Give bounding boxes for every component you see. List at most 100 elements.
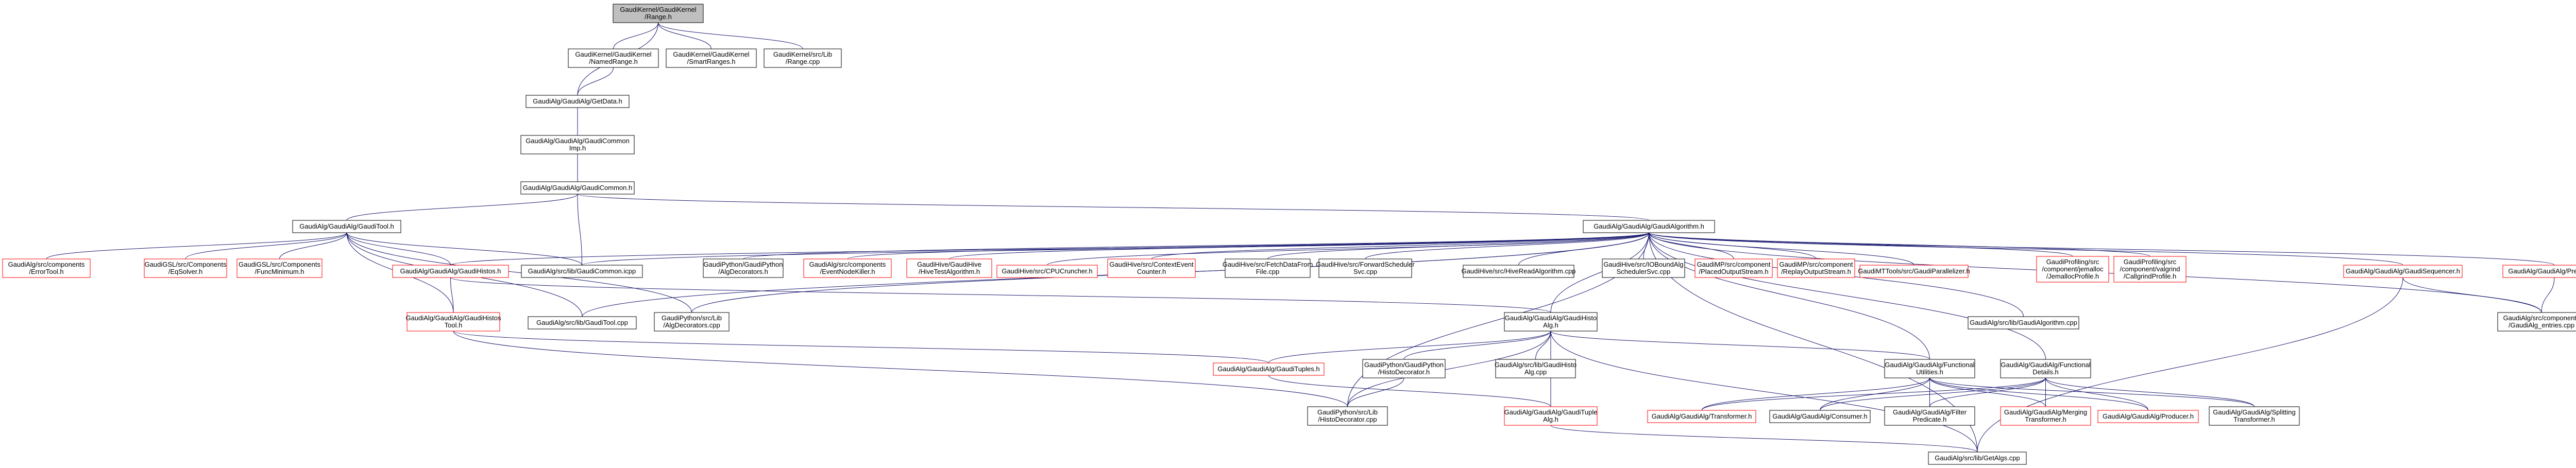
node-box xyxy=(1495,359,1576,378)
dependency-edge xyxy=(949,229,1651,259)
node-label: Alg.h xyxy=(1543,415,1558,423)
node-label: GaudiKernel/GaudiKernel xyxy=(575,50,651,58)
dependency-edge xyxy=(1549,327,1978,453)
graph-node-hivetestalg[interactable]: GaudiHive/GaudiHive/HiveTestAlgorithm.h xyxy=(906,258,992,278)
node-label: /CallgrindProfile.h xyxy=(2124,272,2177,280)
graph-node-eventnodekiller[interactable]: GaudiAlg/src/components/EventNodeKiller.… xyxy=(803,258,892,278)
graph-node-pyhistodeccpp[interactable]: GaudiPython/src/Lib/HistoDecorator.cpp xyxy=(1307,406,1388,426)
node-label: GaudiHive/src/HiveReadAlgorithm.cpp xyxy=(1462,267,1576,275)
graph-node-placedoutput[interactable]: GaudiMP/src/component/PlacedOutputStream… xyxy=(1694,258,1773,278)
dependency-edge xyxy=(1647,229,1734,259)
graph-node-tuples[interactable]: GaudiAlg/GaudiAlg/GaudiTuples.h xyxy=(1213,362,1325,376)
node-label: /EventNodeKiller.h xyxy=(820,268,875,275)
graph-node-replayoutput[interactable]: GaudiMP/src/component/ReplayOutputStream… xyxy=(1777,258,1855,278)
node-label: /FuncMinimum.h xyxy=(255,268,304,275)
node-label: GaudiAlg/src/components xyxy=(8,261,85,268)
graph-node-namedrange[interactable]: GaudiKernel/GaudiKernel/NamedRange.h xyxy=(568,48,659,68)
graph-node-gauditool[interactable]: GaudiAlg/GaudiAlg/GaudiTool.h xyxy=(292,220,401,233)
node-box xyxy=(1504,406,1598,426)
node-label: Alg.cpp xyxy=(1524,368,1547,376)
node-box xyxy=(1107,258,1196,278)
graph-node-prescaler[interactable]: GaudiAlg/GaudiAlg/Prescaler.h xyxy=(2502,265,2576,278)
node-label: /GaudiAlg_entries.cpp xyxy=(2509,321,2574,329)
dependency-edge xyxy=(1151,229,1651,259)
dependency-edge xyxy=(1647,229,1914,266)
node-box xyxy=(613,4,704,23)
node-label: Details.h xyxy=(2032,368,2059,376)
graph-node-gslmin[interactable]: GaudiGSL/src/Components/FuncMinimum.h xyxy=(236,258,323,278)
dependency-edge xyxy=(1647,229,2073,257)
node-label: /HiveTestAlgorithm.h xyxy=(919,268,980,275)
graph-node-producer[interactable]: GaudiAlg/GaudiAlg/Producer.h xyxy=(2097,410,2199,423)
graph-node-range[interactable]: GaudiKernel/GaudiKernel/Range.h xyxy=(613,4,704,23)
graph-node-entries[interactable]: GaudiAlg/src/components/GaudiAlg_entries… xyxy=(2497,312,2576,332)
dependency-edge xyxy=(1647,229,2046,360)
graph-node-pyalgdec[interactable]: GaudiPython/GaudiPython/AlgDecorators.h xyxy=(703,258,784,278)
dependency-edge xyxy=(1647,229,2150,257)
dependency-edge xyxy=(1927,374,2255,407)
graph-node-getdata[interactable]: GaudiAlg/GaudiAlg/GetData.h xyxy=(526,95,630,108)
node-label: /JemallocProfile.h xyxy=(2046,272,2099,280)
graph-node-valgrind[interactable]: GaudiProfiling/src/component/valgrind/Ca… xyxy=(2113,256,2187,283)
graph-node-algcpp[interactable]: GaudiAlg/src/lib/GaudiAlgorithm.cpp xyxy=(1968,316,2079,330)
node-label: GaudiAlg/src/lib/GaudiTool.cpp xyxy=(536,319,628,326)
dependency-edge xyxy=(1647,229,2555,266)
graph-node-errortool[interactable]: GaudiAlg/src/components/ErrorTool.h xyxy=(2,258,91,278)
node-box xyxy=(528,316,637,330)
dependency-edge xyxy=(1403,327,1553,360)
node-box xyxy=(521,265,643,278)
graph-node-common[interactable]: GaudiAlg/GaudiAlg/GaudiCommon.h xyxy=(520,181,635,195)
dependency-edge xyxy=(448,273,1551,313)
graph-node-transformer[interactable]: GaudiAlg/GaudiAlg/Transformer.h xyxy=(1647,410,1756,423)
dependency-edge xyxy=(847,229,1651,259)
node-label: /ReplayOutputStream.h xyxy=(1781,268,1851,275)
node-box xyxy=(236,258,323,278)
node-label: Transformer.h xyxy=(2233,415,2275,423)
graph-node-histos[interactable]: GaudiAlg/GaudiAlg/GaudiHistos.h xyxy=(392,265,509,278)
dependency-edge xyxy=(1550,229,1651,313)
graph-node-commoncpp[interactable]: GaudiAlg/src/lib/GaudiCommon.icpp xyxy=(521,265,643,278)
node-label: GaudiPython/src/Lib xyxy=(662,314,722,322)
node-label: /component/jemalloc xyxy=(2042,265,2104,273)
node-box xyxy=(2502,265,2576,278)
graph-node-hivewhiteboard[interactable]: GaudiHive/src/HiveReadAlgorithm.cpp xyxy=(1462,265,1576,278)
node-label: File.cpp xyxy=(1256,268,1280,275)
node-box xyxy=(2497,312,2576,332)
graph-node-cpucruncher[interactable]: GaudiHive/src/CPUCruncher.h xyxy=(996,265,1098,278)
graph-node-sequencer[interactable]: GaudiAlg/GaudiAlg/GaudiSequencer.h xyxy=(2343,265,2463,278)
node-label: Alg.h xyxy=(1543,321,1558,329)
graph-node-tooldcpp[interactable]: GaudiAlg/src/lib/GaudiTool.cpp xyxy=(528,316,637,330)
graph-node-getalgs[interactable]: GaudiAlg/src/lib/GetAlgs.cpp xyxy=(1928,452,2027,465)
dependency-edge xyxy=(451,327,1269,363)
dependency-edge xyxy=(46,229,349,259)
graph-node-gaudialg[interactable]: GaudiAlg/GaudiAlg/GaudiAlgorithm.h xyxy=(1583,220,1715,233)
node-label: GaudiAlg/GaudiAlg/GaudiCommon.h xyxy=(523,184,632,192)
graph-node-pyhistodec[interactable]: GaudiPython/GaudiPython/HistoDecorator.h xyxy=(1362,359,1446,378)
node-box xyxy=(996,265,1098,278)
node-box xyxy=(1504,312,1598,332)
node-label: GaudiHive/GaudiHive xyxy=(917,261,981,268)
node-box xyxy=(1307,406,1388,426)
graph-node-jemalloc[interactable]: GaudiProfiling/src/component/jemalloc/Je… xyxy=(2036,256,2109,283)
graph-node-pyalgdeccpp[interactable]: GaudiPython/src/Lib/AlgDecorators.cpp xyxy=(654,312,730,332)
graph-node-rangecpp[interactable]: GaudiKernel/src/Lib/Range.cpp xyxy=(764,48,842,68)
graph-node-parallelizer[interactable]: GaudiMTTools/src/GaudiParallelizer.h xyxy=(1858,265,1970,278)
node-label: /Range.h xyxy=(645,13,672,21)
graph-node-gslsolve[interactable]: GaudiGSL/src/Components/EqSolver.h xyxy=(144,258,227,278)
graph-node-consumer[interactable]: GaudiAlg/GaudiAlg/Consumer.h xyxy=(1769,410,1871,423)
graph-node-smartranges[interactable]: GaudiKernel/GaudiKernel/SmartRanges.h xyxy=(666,48,757,68)
